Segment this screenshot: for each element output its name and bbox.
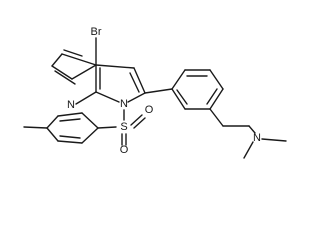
atom-n-pyridine: N	[67, 99, 75, 111]
atom-o-bottom: O	[120, 144, 129, 156]
bond-lines	[23, 37, 287, 159]
atom-s-sulfonyl: S	[120, 121, 127, 133]
atom-n-pyrrole: N	[120, 98, 128, 110]
chemical-structure-diagram: Br N N S O O N	[23, 26, 287, 159]
atom-o-top: O	[145, 104, 154, 116]
atom-br: Br	[91, 26, 102, 38]
atom-n-amine: N	[253, 132, 261, 144]
atom-labels: Br N N S O O N	[67, 26, 261, 156]
